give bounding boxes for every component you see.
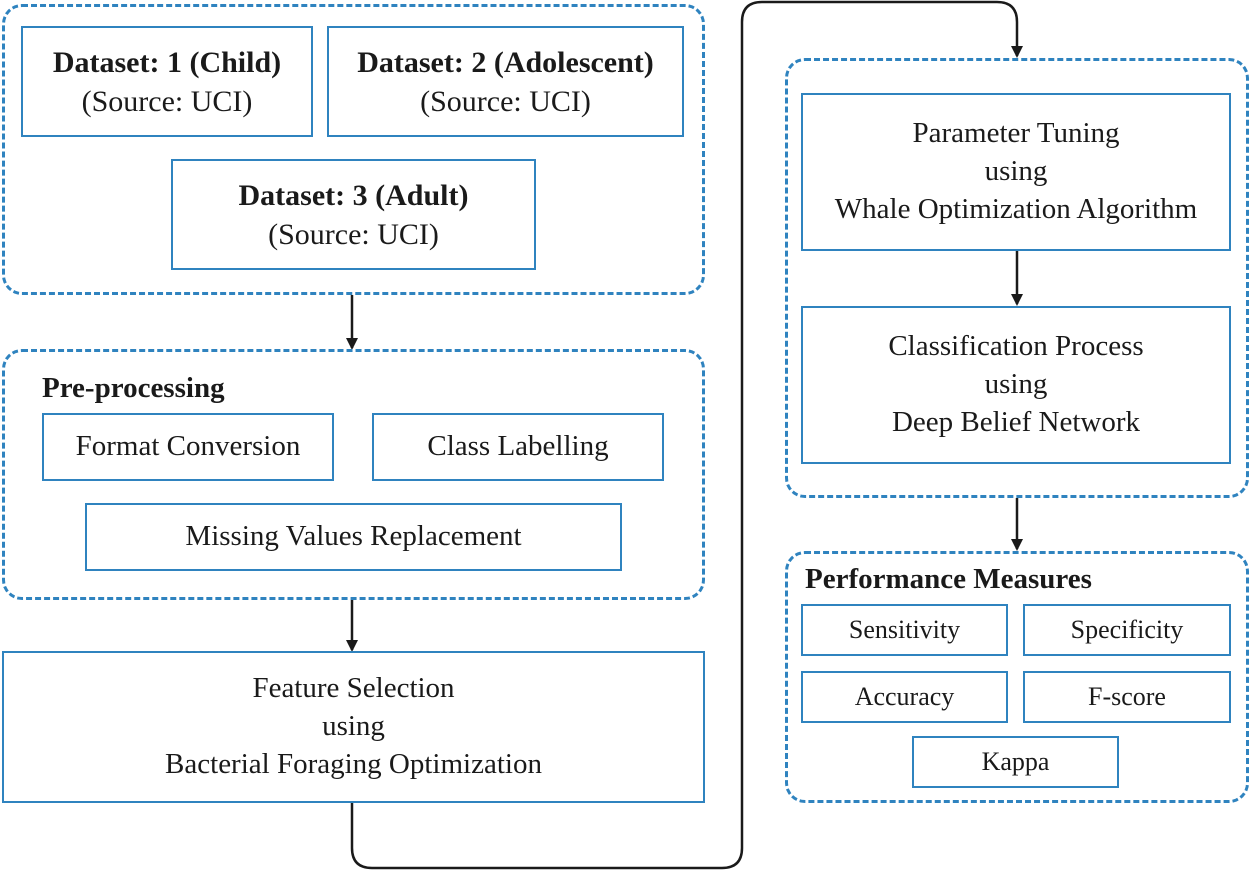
parameter-tuning-line1: Parameter Tuning <box>912 117 1120 150</box>
specificity-box: Specificity <box>1023 604 1231 656</box>
parameter-tuning-line3: Whale Optimization Algorithm <box>834 192 1198 225</box>
parameter-tuning-box: Parameter Tuning using Whale Optimizatio… <box>801 93 1231 251</box>
dataset-1-title: Dataset: 1 (Child) <box>52 45 282 79</box>
dataset-2-title: Dataset: 2 (Adolescent) <box>357 45 654 79</box>
sensitivity-label: Sensitivity <box>848 615 961 645</box>
accuracy-box: Accuracy <box>801 671 1008 723</box>
dataset-3-title: Dataset: 3 (Adult) <box>238 178 469 212</box>
performance-title: Performance Measures <box>805 563 1092 595</box>
feature-selection-line1: Feature Selection <box>252 672 455 705</box>
classification-box: Classification Process using Deep Belief… <box>801 306 1231 464</box>
feature-selection-line3: Bacterial Foraging Optimization <box>165 747 542 780</box>
accuracy-label: Accuracy <box>854 682 955 712</box>
sensitivity-box: Sensitivity <box>801 604 1008 656</box>
feature-selection-box: Feature Selection using Bacterial Foragi… <box>2 651 705 803</box>
kappa-box: Kappa <box>912 736 1119 788</box>
dataset-3-box: Dataset: 3 (Adult) (Source: UCI) <box>171 159 536 270</box>
classification-line3: Deep Belief Network <box>891 405 1140 438</box>
feature-selection-line2: using <box>322 710 385 743</box>
parameter-tuning-line2: using <box>984 155 1048 188</box>
fscore-box: F-score <box>1023 671 1231 723</box>
missing-values-label: Missing Values Replacement <box>185 520 522 553</box>
classification-line1: Classification Process <box>888 330 1144 363</box>
specificity-label: Specificity <box>1070 615 1184 645</box>
format-conversion-label: Format Conversion <box>75 430 301 463</box>
class-labelling-box: Class Labelling <box>372 413 664 481</box>
preprocessing-title: Pre-processing <box>42 372 225 404</box>
format-conversion-box: Format Conversion <box>42 413 334 481</box>
arrow-feature-selection-to-parameter-tuning <box>350 0 1023 870</box>
dataset-1-source: (Source: UCI) <box>81 84 253 118</box>
datasets-group <box>2 4 705 295</box>
kappa-label: Kappa <box>981 747 1050 777</box>
classification-line2: using <box>984 368 1048 401</box>
class-labelling-label: Class Labelling <box>427 430 609 463</box>
missing-values-box: Missing Values Replacement <box>85 503 622 571</box>
dataset-2-box: Dataset: 2 (Adolescent) (Source: UCI) <box>327 26 684 137</box>
dataset-1-box: Dataset: 1 (Child) (Source: UCI) <box>21 26 313 137</box>
preprocessing-group <box>2 349 705 600</box>
model-group <box>785 58 1249 498</box>
performance-group <box>785 551 1249 803</box>
fscore-label: F-score <box>1088 682 1166 712</box>
dataset-3-source: (Source: UCI) <box>268 217 439 251</box>
dataset-2-source: (Source: UCI) <box>420 84 591 118</box>
